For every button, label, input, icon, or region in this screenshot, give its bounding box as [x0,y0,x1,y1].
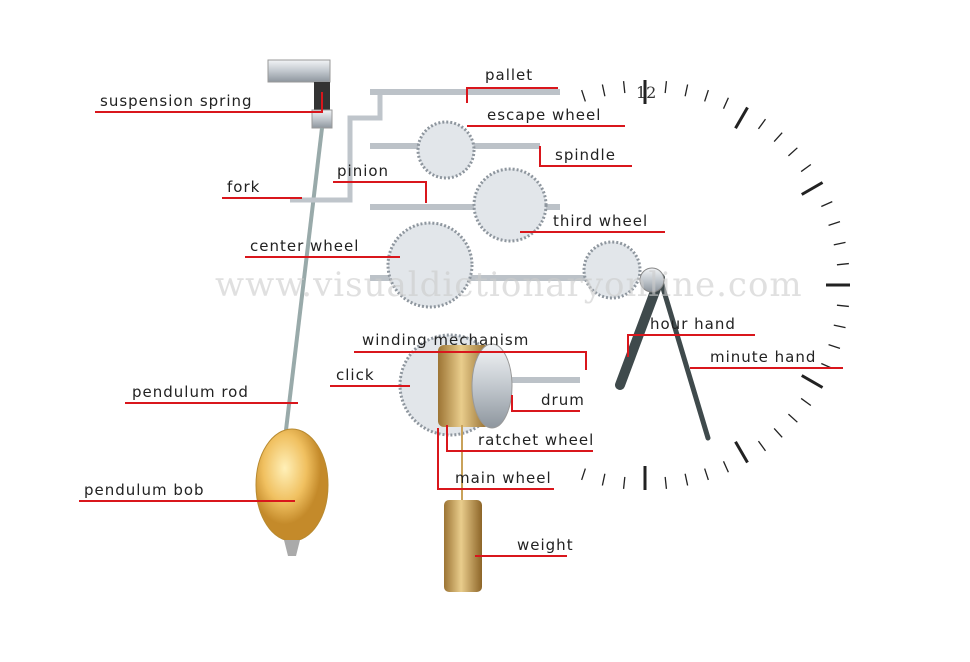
dial-tick [622,81,626,94]
label-center-wheel: center wheel [250,237,359,255]
label-suspension-spring: suspension spring [100,92,253,110]
dial-tick [787,413,798,423]
leader-spindle [539,146,632,167]
clock-dial [581,80,850,490]
label-escape-wheel: escape wheel [487,106,601,124]
dial-tick [828,221,841,226]
dial-tick [836,304,849,308]
dial-tick [773,427,783,438]
hour-wheel [582,240,642,300]
arbors [370,89,600,383]
minute-hand [657,275,711,441]
dial-tick [684,84,689,97]
drum-flange [471,343,513,429]
dial-tick [833,241,846,246]
dial-tick [821,201,833,208]
dial-tick [801,374,824,389]
third-wheel [472,167,548,243]
leader-pinion [333,181,427,203]
dial-tick [800,397,812,407]
watermark: www.visualdictionaryonline.com [215,265,803,305]
leader-lines [79,87,843,557]
label-click: click [336,366,375,384]
leader-hour-hand [627,334,755,357]
dial-tick [704,468,709,481]
hour-hand [615,273,665,390]
center-wheel [386,221,474,309]
dial-tick [722,97,729,109]
dial-tick [601,84,606,97]
dial-tick [828,344,841,349]
label-minute-hand: minute hand [710,348,816,366]
label-pinion: pinion [337,162,389,180]
dial-tick [787,147,798,157]
leader-suspension-spring [95,92,323,113]
label-fork: fork [227,178,260,196]
dial-tick [734,106,749,129]
dial-tick [757,118,767,130]
dial-tick [833,324,846,329]
hand-hub [639,267,665,293]
label-ratchet-wheel: ratchet wheel [478,431,594,449]
dial-tick [664,81,668,94]
dial-tick [581,89,586,102]
dial-tick [622,476,626,489]
leader-drum [511,395,580,412]
dial-tick [601,473,606,486]
pendulum-rod [284,127,324,431]
dial-tick [773,132,783,143]
dial-tick [704,89,709,102]
dial-tick [734,441,749,464]
label-weight: weight [517,536,574,554]
leader-ratchet-wheel [446,425,593,452]
leader-main-wheel [437,428,554,490]
dial-tick [801,181,824,196]
label-drum: drum [541,391,585,409]
dial-tick [664,476,668,489]
label-main-wheel: main wheel [455,469,552,487]
label-pendulum-rod: pendulum rod [132,383,249,401]
leader-winding-mechanism [354,351,587,370]
bob-nut [284,540,300,556]
dial-tick [684,473,689,486]
escape-wheel [416,120,476,180]
label-pallet: pallet [485,66,533,84]
label-hour-hand: hour hand [650,315,736,333]
fork-crutch [290,95,383,203]
dial-tick [836,262,849,266]
label-spindle: spindle [555,146,616,164]
dial-tick [757,440,767,452]
label-pendulum-bob: pendulum bob [84,481,205,499]
dial-tick [800,163,812,173]
dial-tick [581,468,586,481]
pendulum-bob [255,428,329,542]
dial-tick [722,461,729,473]
label-third-wheel: third wheel [553,212,648,230]
dial-numeral-12: 12 [636,83,656,102]
weight [444,500,482,592]
label-winding-mechanism: winding mechanism [362,331,529,349]
leader-pallet [466,87,558,103]
